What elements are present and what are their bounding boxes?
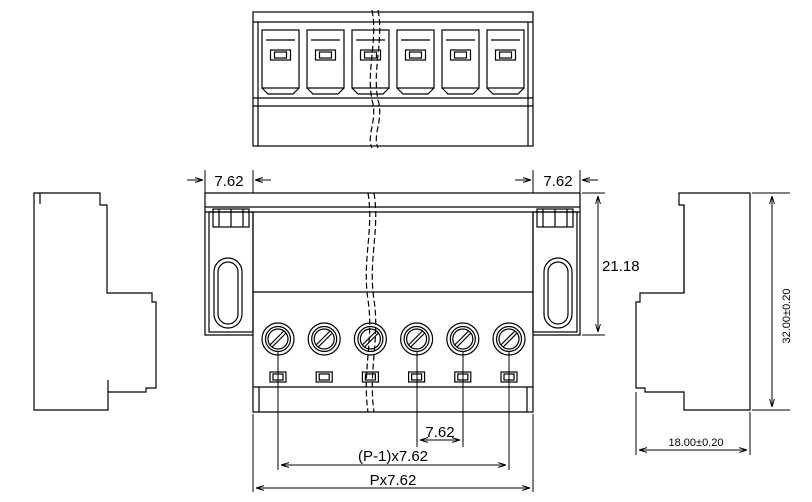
screw-slot <box>315 330 333 348</box>
flange-left-dimension <box>187 170 271 193</box>
screw-slot <box>454 330 472 348</box>
top-cell <box>351 29 390 95</box>
front-height-dimension <box>582 192 605 336</box>
side-height-dimension <box>752 192 790 411</box>
span-p-minus-1-label: (P-1)x7.62 <box>358 448 428 465</box>
wire-entry <box>361 371 379 383</box>
top-cell <box>306 29 345 95</box>
screw-terminal <box>353 322 387 383</box>
screw-slot <box>500 330 518 348</box>
side-height-label: 32.00±0.20 <box>781 289 793 344</box>
top-cell <box>396 29 435 95</box>
pitch-label: 7.62 <box>425 424 454 441</box>
screw-slot <box>408 330 426 348</box>
front-view <box>204 192 581 413</box>
flange-right-dimension <box>515 170 598 193</box>
flange-left-label: 7.62 <box>214 173 243 190</box>
side-width-dimension <box>635 392 751 455</box>
screw-terminal <box>400 322 434 383</box>
side-width-label: 18.00±0.20 <box>669 437 724 449</box>
top-view <box>252 9 534 149</box>
screw-terminals <box>261 322 526 383</box>
span-p-dimension <box>252 414 534 492</box>
span-p-minus-1-dimension <box>277 352 510 470</box>
span-p-label: Px7.62 <box>370 472 417 489</box>
screw-terminal <box>307 322 341 383</box>
front-height-label: 21.18 <box>602 258 640 275</box>
right-side-profile <box>635 192 751 411</box>
flange-right-label: 7.62 <box>543 173 572 190</box>
top-cell <box>441 29 480 95</box>
top-cell <box>261 29 300 95</box>
top-cell <box>486 29 525 95</box>
top-view-wire-entries <box>261 29 525 95</box>
pitch-dimension <box>416 352 464 447</box>
wire-entry <box>315 371 333 383</box>
screw-slot <box>269 330 287 348</box>
screw-slot <box>361 330 379 348</box>
left-side-profile <box>33 192 157 411</box>
